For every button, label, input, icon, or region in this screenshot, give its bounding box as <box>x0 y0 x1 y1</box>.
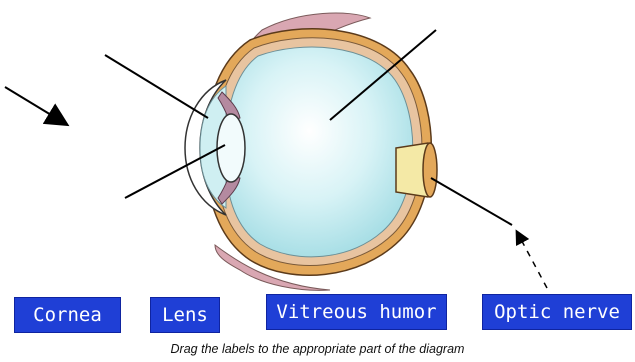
label-lens[interactable]: Lens <box>150 297 220 333</box>
label-cornea[interactable]: Cornea <box>14 297 121 333</box>
label-vitreous-humor[interactable]: Vitreous humor <box>266 294 447 330</box>
label-optic-nerve[interactable]: Optic nerve <box>482 294 632 330</box>
optic-nerve-end <box>423 143 437 197</box>
vitreous-humor <box>225 47 413 257</box>
pointer-line-cornea <box>105 55 208 118</box>
dashed-arrow-pointer <box>517 232 547 288</box>
arrow-pointer <box>5 87 66 124</box>
pointer-line-optic <box>431 178 512 225</box>
instruction-text: Drag the labels to the appropriate part … <box>0 342 635 356</box>
